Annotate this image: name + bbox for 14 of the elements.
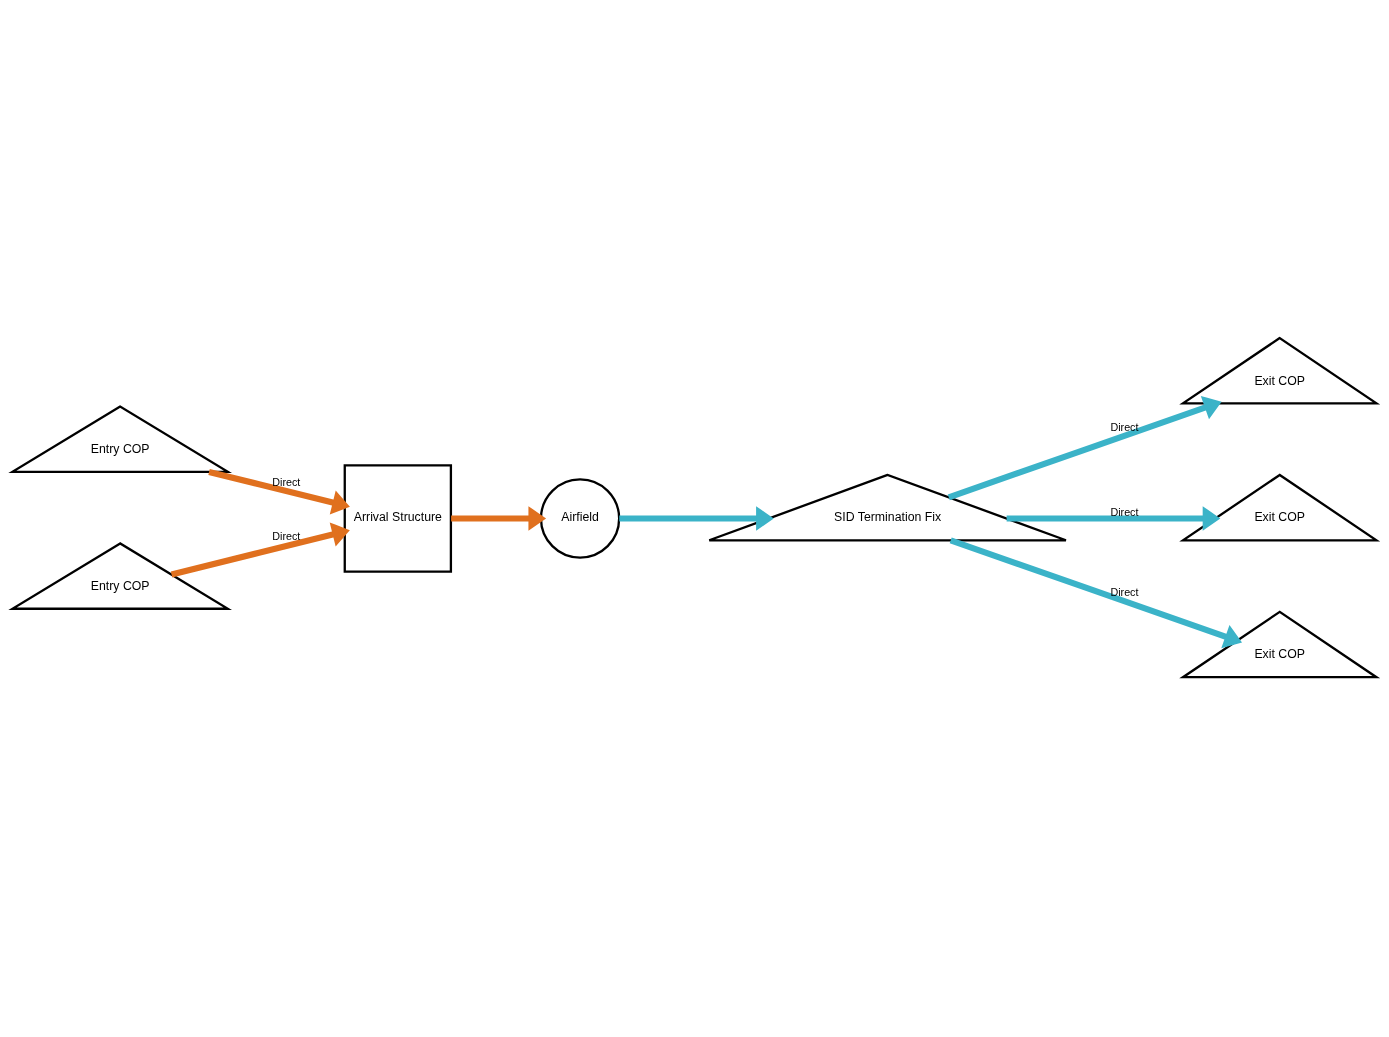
arrow [619,506,774,531]
arrow [947,395,1222,501]
arrow [949,537,1243,649]
edge-label: Direct [1110,505,1139,518]
arrow [451,506,547,531]
edge-label: Direct [272,475,301,488]
arrow [208,468,350,515]
node-circle: Airfield [539,478,621,559]
edge-label: Direct [1110,420,1139,433]
edge-label: Direct [1110,585,1139,598]
arrow [1006,506,1221,531]
edge-label: Direct [272,530,301,543]
arrow [170,522,350,578]
node-box: Arrival Structure [343,464,453,573]
